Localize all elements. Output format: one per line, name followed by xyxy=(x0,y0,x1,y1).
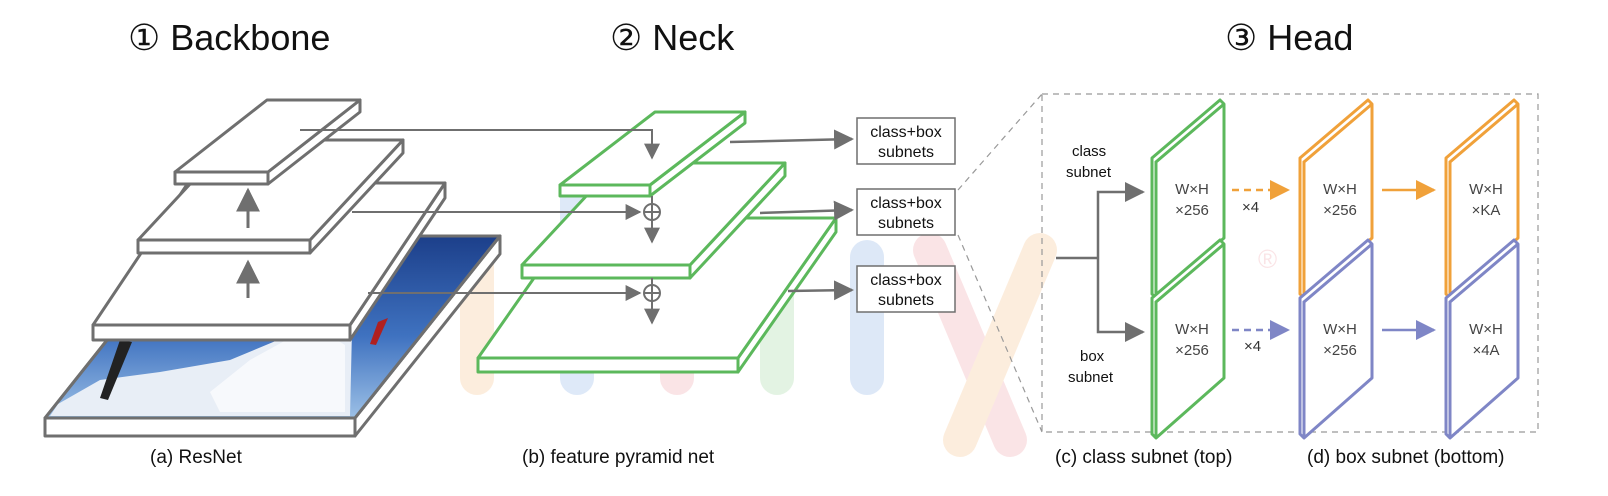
caption-class-subnet: (c) class subnet (top) xyxy=(1055,447,1232,468)
caption-resnet: (a) ResNet xyxy=(150,447,243,468)
box-feature-map-3: W×H ×4A xyxy=(1444,238,1520,440)
subnet-box-2: class+box subnets xyxy=(856,188,956,236)
caption-box-subnet: (d) box subnet (bottom) xyxy=(1307,447,1504,468)
subnet-box-2-line1: class+box xyxy=(870,195,942,212)
class-feature-map-2-label-1: W×H xyxy=(1323,181,1357,198)
box-feature-map-3-label-1: W×H xyxy=(1469,321,1503,338)
box-feature-map-1-label-2: ×256 xyxy=(1175,342,1209,359)
watermark-mark: ® xyxy=(1258,244,1277,274)
box-repeat-label: ×4 xyxy=(1244,338,1261,355)
class-feature-map-1-label-2: ×256 xyxy=(1175,202,1209,219)
resnet-stage-3 xyxy=(173,98,362,186)
subnet-box-1-line1: class+box xyxy=(870,124,942,141)
box-feature-map-2-label-1: W×H xyxy=(1323,321,1357,338)
class-subnet-label-line2: subnet xyxy=(1066,164,1112,181)
box-feature-map-3-label-2: ×4A xyxy=(1472,342,1499,359)
class-feature-map-2: W×H ×256 xyxy=(1298,98,1374,300)
resnet-stage-2 xyxy=(136,138,405,255)
box-subnet-label-line2: subnet xyxy=(1068,369,1114,386)
class-feature-map-1-label-1: W×H xyxy=(1175,181,1209,198)
class-feature-map-1: W×H ×256 xyxy=(1150,98,1226,300)
class-feature-map-3-label-2: ×KA xyxy=(1472,202,1501,219)
title-head: ③ Head xyxy=(1225,17,1353,58)
subnet-box-2-line2: subnets xyxy=(878,215,934,232)
subnet-box-3: class+box subnets xyxy=(856,265,956,313)
lateral-connections xyxy=(300,129,661,325)
class-feature-map-3-label-1: W×H xyxy=(1469,181,1503,198)
subnet-box-1-line2: subnets xyxy=(878,144,934,161)
subnet-box-1: class+box subnets xyxy=(856,117,956,165)
title-backbone: ① Backbone xyxy=(128,17,330,58)
head-arrows xyxy=(1232,180,1436,340)
title-neck: ② Neck xyxy=(610,17,735,58)
box-subnet-label-line1: box xyxy=(1080,348,1105,365)
head-input-branch xyxy=(1056,182,1145,342)
class-feature-map-3: W×H ×KA xyxy=(1444,98,1520,300)
class-subnet-label-line1: class xyxy=(1072,143,1106,160)
zoom-lines xyxy=(957,93,1043,433)
subnet-box-3-line2: subnets xyxy=(878,292,934,309)
box-feature-map-2-label-2: ×256 xyxy=(1323,342,1357,359)
box-feature-map-1-label-1: W×H xyxy=(1175,321,1209,338)
caption-fpn: (b) feature pyramid net xyxy=(522,447,715,468)
subnet-box-3-line1: class+box xyxy=(870,272,942,289)
box-feature-map-1: W×H ×256 xyxy=(1150,238,1226,440)
head-panel xyxy=(1041,93,1539,433)
resnet-backbone xyxy=(43,98,502,438)
class-repeat-label: ×4 xyxy=(1242,199,1259,216)
fpn-output-arrows xyxy=(729,129,854,301)
box-feature-map-2: W×H ×256 xyxy=(1298,238,1374,440)
class-feature-map-2-label-2: ×256 xyxy=(1323,202,1357,219)
